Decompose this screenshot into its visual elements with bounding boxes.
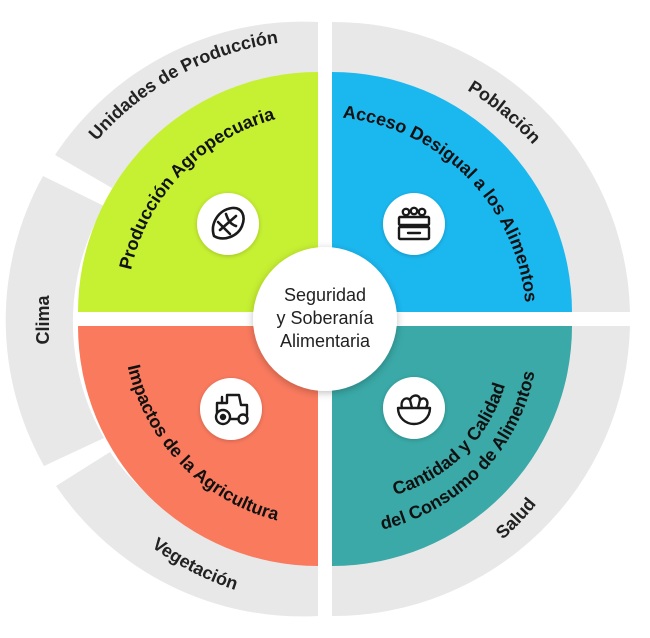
food-crate-icon [383, 193, 445, 255]
center-title-line3: Alimentaria [280, 331, 371, 351]
quadrant-acceso [332, 72, 572, 312]
center-title-line1: Seguridad [284, 285, 366, 305]
ring-segment-vegetacion [56, 452, 318, 617]
quadrant-produccion [78, 72, 318, 312]
ring-segment-clima [5, 176, 105, 466]
quadrant-impactos [78, 326, 318, 566]
center-circle [253, 247, 397, 391]
tractor-icon [200, 378, 262, 440]
quadrant-cantidad [332, 326, 572, 566]
ring-segment-unidades [55, 21, 318, 188]
center-title-line2: y Soberanía [276, 308, 374, 328]
salad-bowl-icon [383, 377, 445, 439]
vegetable-icon [197, 193, 259, 255]
ring-label-clima: Clima [33, 295, 53, 345]
